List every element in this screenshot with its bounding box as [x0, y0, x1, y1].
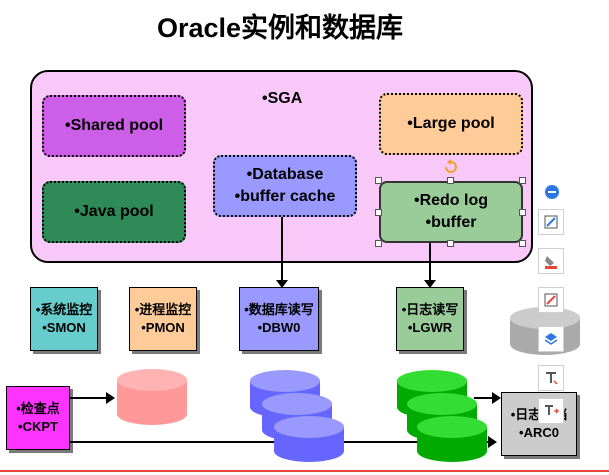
connector-line [70, 397, 108, 399]
text-direction-icon[interactable] [538, 398, 564, 424]
datafile-disk-blue [274, 416, 344, 462]
datafile-disk-pink [117, 369, 187, 425]
large-pool-box: •Large pool [379, 93, 523, 155]
redo-log-buffer-line2: •buffer [425, 214, 477, 231]
pmon-label-cn: •进程监控 [134, 302, 192, 317]
selection-handle[interactable] [447, 240, 454, 247]
shared-pool-label: •Shared pool [64, 117, 164, 134]
fill-color-icon[interactable] [538, 248, 564, 274]
connector-line [429, 243, 431, 285]
outline-icon[interactable] [538, 287, 564, 313]
connector-line [474, 397, 494, 399]
rotate-handle-icon[interactable] [442, 157, 460, 175]
layers-icon[interactable] [538, 326, 564, 352]
database-buffer-cache-box: •Database •buffer cache [213, 155, 357, 217]
pmon-process-box: •进程监控 •PMON [129, 287, 197, 351]
lgwr-process-box: •日志读写 •LGWR [396, 287, 464, 351]
dbw-process-box: •数据库读写 •DBW0 [239, 287, 319, 351]
minus-circle-icon[interactable] [545, 185, 559, 199]
ckpt-label-cn: •检查点 [16, 401, 60, 416]
sga-label: •SGA [262, 90, 303, 107]
lgwr-label: •LGWR [407, 320, 453, 335]
dbw-label-cn: •数据库读写 [244, 302, 314, 317]
database-buffer-cache-line2: •buffer cache [234, 188, 336, 205]
text-icon[interactable] [538, 365, 564, 391]
dbw-label: •DBW0 [257, 320, 301, 335]
page-title: Oracle实例和数据库 [156, 13, 404, 43]
redo-log-buffer-line1: •Redo log [413, 192, 489, 209]
selection-handle[interactable] [519, 209, 526, 216]
database-buffer-cache-line1: •Database [246, 166, 324, 183]
ckpt-label: •CKPT [18, 419, 58, 434]
arrow-head-icon [106, 392, 115, 404]
arrow-head-icon [424, 280, 436, 288]
selection-handle[interactable] [375, 209, 382, 216]
selection-handle[interactable] [375, 240, 382, 247]
slide-edge [0, 470, 609, 472]
style-edit-icon[interactable] [538, 209, 564, 235]
arrow-head-icon [492, 392, 501, 404]
smon-process-box: •系统监控 •SMON [30, 287, 98, 351]
redo-log-disk-green [417, 416, 487, 462]
arrow-head-icon [276, 280, 288, 288]
selection-handle[interactable] [519, 177, 526, 184]
shared-pool-box: •Shared pool [42, 95, 186, 157]
large-pool-label: •Large pool [407, 115, 495, 132]
lgwr-label-cn: •日志读写 [401, 302, 459, 317]
java-pool-label: •Java pool [74, 203, 154, 220]
arc-label: •ARC0 [519, 425, 559, 440]
ckpt-process-box: •检查点 •CKPT [6, 386, 70, 450]
connector-line [281, 217, 283, 285]
selection-handle[interactable] [519, 240, 526, 247]
selection-handle[interactable] [375, 177, 382, 184]
arrow-head-icon [488, 436, 497, 448]
smon-label: •SMON [42, 320, 86, 335]
selection-handle[interactable] [447, 177, 454, 184]
java-pool-box: •Java pool [42, 181, 186, 243]
smon-label-cn: •系统监控 [35, 302, 93, 317]
pmon-label: •PMON [141, 320, 185, 335]
